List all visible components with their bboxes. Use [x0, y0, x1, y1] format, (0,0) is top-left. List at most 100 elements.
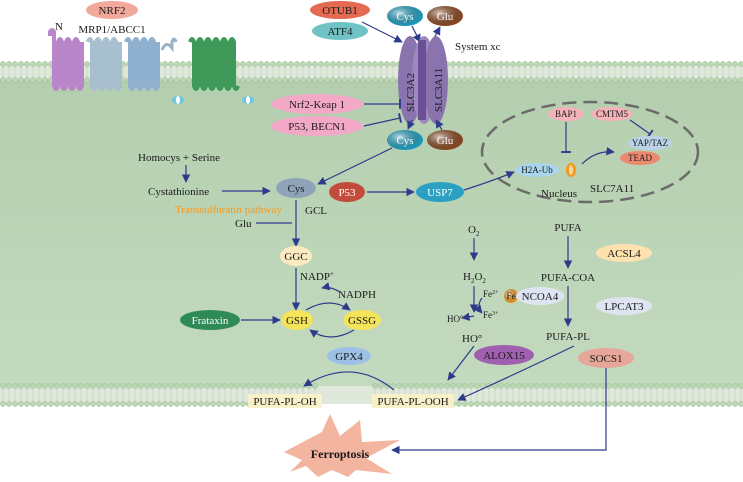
ho-radical-label: HO° — [462, 333, 482, 345]
glu-intracellular-label: Glu — [437, 135, 454, 147]
pufa-pl-label: PUFA-PL — [546, 331, 590, 343]
cmtm5-inhibition — [629, 119, 654, 139]
ho-small-label: HO° — [447, 314, 464, 324]
socs1-node — [578, 348, 634, 368]
acsl4-label: ACSL4 — [607, 248, 641, 260]
gsh-label: GSH — [286, 315, 308, 327]
cys-extracellular-label: Cys — [396, 11, 413, 23]
pufa-pl-ooh-label: PUFA-PL-OOH — [377, 396, 448, 408]
nrf2-node — [86, 1, 138, 19]
lpcat3-node — [596, 297, 652, 315]
usp7-node — [416, 182, 464, 202]
alox15-label: ALOX15 — [483, 350, 525, 362]
ggc-label: GGC — [284, 251, 307, 263]
h2a-ub-label: H2A-Ub — [521, 165, 553, 175]
p53-becn1-node — [271, 116, 363, 136]
pufa-pl-to-ooh-arrow — [457, 345, 575, 401]
slc3a11-label: SLC3A11 — [433, 68, 445, 112]
glu-cytosol-label: Glu — [235, 218, 252, 230]
nadp-label: NADP+ — [300, 270, 334, 283]
cys-import-arrow — [411, 25, 421, 43]
cmtm5-label: CMTM5 — [596, 109, 629, 119]
pufa-pl-ooh-box — [372, 394, 454, 408]
homocys-serine-label: Homocys + Serine — [138, 152, 220, 164]
nucleus-label: Nucleus — [541, 188, 577, 200]
pufa-coa-label: PUFA-COA — [541, 272, 595, 284]
h2o2-label: H2O2 — [463, 271, 486, 285]
gssg-label: GSSG — [348, 315, 376, 327]
slc3a2-label: SLC3A2 — [405, 73, 417, 112]
cmtm5-node — [591, 107, 633, 121]
pufa-pl-oh-label: PUFA-PL-OH — [253, 396, 316, 408]
atf4-node — [312, 22, 368, 40]
cys-cytosol-node — [276, 178, 316, 198]
nrf2-keap1-node — [271, 94, 363, 114]
socs1-to-ferroptosis-arrow — [391, 368, 607, 455]
lpcat3-label: LPCAT3 — [604, 301, 644, 313]
ncoa4-node — [516, 287, 564, 305]
p53-node — [329, 182, 365, 202]
p53-label: P53 — [338, 187, 356, 199]
cys-intracellular-label: Cys — [396, 135, 413, 147]
acsl4-node — [596, 244, 652, 262]
gssg-node — [343, 310, 381, 330]
fe2-label: Fe2+ — [483, 289, 499, 299]
ferroptosis-burst — [284, 414, 400, 477]
yap-taz-node — [628, 136, 672, 150]
nrf2-keap1-label: Nrf2-Keap 1 — [289, 99, 345, 111]
gsh-node — [281, 310, 313, 330]
bap1-node — [548, 107, 584, 121]
nrf2-label: NRF2 — [99, 5, 126, 17]
atf4-label: ATF4 — [327, 26, 353, 38]
frataxin-label: Frataxin — [192, 315, 229, 327]
usp7-label: USP7 — [427, 187, 453, 199]
cys-to-cys-arrow — [317, 147, 393, 185]
p53-becn1-label: P53, BECN1 — [288, 121, 345, 133]
gcl-label: GCL — [305, 205, 327, 217]
tead-label: TEAD — [628, 153, 652, 163]
slc7a11-gene-label: SLC7A11 — [590, 183, 634, 195]
gsh-to-gssg-arrow — [305, 302, 351, 311]
mrp1-abcc1-transporter — [48, 28, 254, 104]
usp7-to-h2a-arrow — [463, 171, 515, 191]
otub1-node — [310, 1, 370, 19]
fe-ball-icon — [504, 289, 518, 303]
ncoa4-label: NCOA4 — [522, 291, 559, 303]
transsulfuration-label: Transsulfuratin pathway — [175, 204, 282, 216]
tead-node — [620, 151, 660, 165]
yap-taz-label: YAP/TAZ — [632, 138, 668, 148]
gpx4-reduction-arrow — [303, 371, 395, 391]
dna-coil — [566, 163, 576, 177]
gpx4-label: GPX4 — [335, 351, 363, 363]
pufa-pl-oh-box — [248, 394, 322, 408]
cys-cytosol-label: Cys — [287, 183, 304, 195]
gssg-to-gsh-arrow — [309, 329, 355, 338]
system-xc-transporter — [398, 36, 448, 124]
fe3-label: Fe3+ — [483, 310, 499, 320]
gpx4-node — [327, 347, 371, 365]
plasma-membrane-bottom — [0, 383, 743, 407]
otub1-atf4-arrow — [361, 21, 403, 43]
pufa-label: PUFA — [554, 222, 581, 234]
frataxin-node — [180, 310, 240, 330]
fe-ball-label: Fe — [507, 291, 516, 301]
o2-label: O2 — [468, 224, 480, 238]
h2a-ub-node — [515, 163, 559, 177]
mrp1-label: MRP1/ABCC1 — [78, 24, 145, 36]
nucleus — [480, 100, 700, 204]
n-terminus-label: N — [55, 21, 63, 33]
alox15-node — [474, 345, 534, 365]
p53-becn1-inhibition — [363, 113, 402, 127]
socs1-label: SOCS1 — [589, 353, 622, 365]
cytoplasm — [0, 74, 743, 390]
glu-extracellular-label: Glu — [437, 11, 454, 23]
cystathionine-label: Cystathionine — [148, 186, 209, 198]
ggc-node — [280, 246, 312, 266]
tead-arrow — [581, 146, 615, 165]
system-xc-label: System xc — [455, 41, 501, 53]
ferroptosis-label: Ferroptosis — [311, 447, 370, 461]
nadph-label: NADPH — [338, 289, 376, 301]
otub1-label: OTUB1 — [322, 5, 357, 17]
bap1-label: BAP1 — [555, 109, 577, 119]
